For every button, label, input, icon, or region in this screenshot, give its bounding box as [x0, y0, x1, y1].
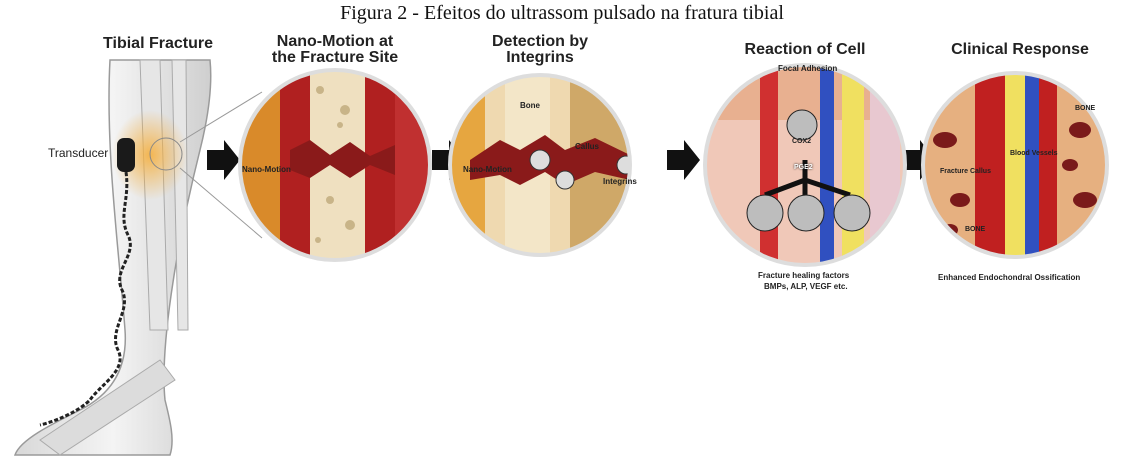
title-reaction-of-cell: Reaction of Cell: [710, 42, 900, 58]
label-bmps-alp-vegf: BMPs, ALP, VEGF etc.: [764, 282, 848, 291]
clinical-response-circle: [920, 70, 1110, 260]
label-integrins: Integrins: [603, 177, 637, 186]
label-transducer: Transducer: [48, 146, 108, 160]
label-cox2: COX2: [792, 138, 811, 145]
title-clinical-response: Clinical Response: [925, 42, 1115, 58]
label-blood-vessels: Blood Vessels: [1010, 150, 1057, 157]
label-fracture-callus: Fracture Callus: [940, 168, 991, 175]
arrow-3: [667, 140, 700, 180]
leg-illustration: [15, 60, 211, 455]
transducer-device: [117, 138, 135, 172]
title-nano-motion-line2: the Fracture Site: [255, 50, 415, 66]
label-focal-adhesion: Focal Adhesion: [778, 64, 837, 73]
title-nano-motion-line1: Nano-Motion at: [255, 34, 415, 50]
title-detection-line2: Integrins: [470, 50, 610, 66]
label-pge2: PGE2: [794, 164, 813, 171]
label-bone-5a: BONE: [1075, 105, 1095, 112]
label-bone-3: Bone: [520, 101, 540, 110]
label-bone-5b: BONE: [965, 226, 985, 233]
label-enhanced-ossification: Enhanced Endochondral Ossification: [938, 273, 1080, 282]
label-nano-motion-3: Nano-Motion: [463, 165, 512, 174]
label-fracture-healing-factors: Fracture healing factors: [758, 271, 849, 280]
label-callus-3: Callus: [575, 142, 599, 151]
title-detection: Detection by Integrins: [470, 34, 610, 66]
arrow-1: [207, 140, 240, 180]
title-nano-motion: Nano-Motion at the Fracture Site: [255, 34, 415, 66]
title-tibial-fracture: Tibial Fracture: [88, 36, 228, 52]
title-detection-line1: Detection by: [470, 34, 610, 50]
label-nano-motion-2: Nano-Motion: [242, 165, 291, 174]
